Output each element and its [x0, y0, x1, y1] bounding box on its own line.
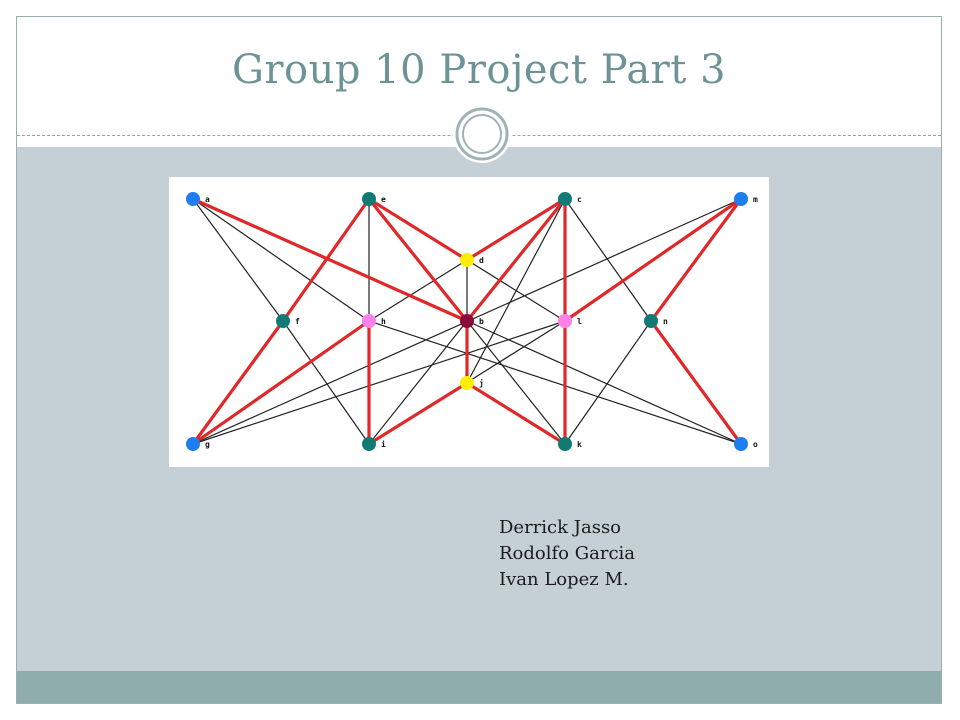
slide-title: Group 10 Project Part 3	[231, 47, 727, 93]
graph-node-label-c: c	[577, 195, 582, 204]
graph-node-h	[362, 314, 376, 328]
black-edge-h-o	[368, 320, 742, 445]
black-edge-g-l	[192, 320, 566, 445]
graph-node-n	[644, 314, 658, 328]
footer-band	[17, 671, 941, 703]
red-edge-f-g	[191, 319, 285, 446]
graph-node-label-d: d	[479, 256, 484, 265]
graph-node-c	[558, 192, 572, 206]
graph-node-label-a: a	[205, 195, 210, 204]
author-name: Ivan Lopez M.	[499, 569, 629, 590]
graph-node-label-j: j	[479, 378, 484, 388]
graph-node-label-g: g	[205, 440, 210, 449]
graph-node-m	[734, 192, 748, 206]
graph-node-label-i: i	[381, 439, 386, 449]
graph-node-label-n: n	[663, 317, 668, 326]
graph-node-k	[558, 437, 572, 451]
black-edge-b-o	[466, 320, 742, 445]
graph-node-label-o: o	[753, 440, 758, 449]
graph-node-label-l: l	[577, 317, 582, 326]
black-edge-c-n	[564, 198, 652, 322]
graph-node-o	[734, 437, 748, 451]
author-name: Derrick Jasso	[499, 517, 622, 538]
author-list: Derrick Jasso Rodolfo Garcia Ivan Lopez …	[499, 515, 635, 593]
graph-diagram: a e c m d f h b l n j g i k o	[169, 177, 769, 467]
red-edge-l-m	[563, 197, 743, 323]
red-edge-e-d	[367, 197, 469, 262]
ring-ornament-icon	[453, 105, 511, 163]
red-edge-e-f	[281, 197, 371, 323]
graph-node-a	[186, 192, 200, 206]
red-edge-a-b	[191, 197, 469, 323]
graph-node-f	[276, 314, 290, 328]
graph-node-g	[186, 437, 200, 451]
graph-node-b	[460, 314, 474, 328]
graph-node-e	[362, 192, 376, 206]
black-edge-f-i	[282, 320, 370, 445]
black-edge-n-k	[564, 320, 652, 445]
graph-node-label-e: e	[381, 195, 386, 204]
red-edge-b-c	[465, 197, 567, 323]
red-edge-e-b	[367, 197, 469, 323]
black-edge-a-f	[192, 198, 284, 322]
black-edge-h-d	[368, 259, 468, 322]
black-edge-b-i	[368, 320, 468, 445]
red-edge-g-h	[191, 319, 371, 446]
graph-node-label-b: b	[479, 317, 484, 326]
red-edge-j-k	[465, 381, 567, 446]
graph-node-l	[558, 314, 572, 328]
graph-node-label-f: f	[295, 317, 300, 326]
black-edge-b-k	[466, 320, 566, 445]
black-edge-c-j	[466, 198, 566, 384]
graph-node-d	[460, 253, 474, 267]
red-edge-n-o	[649, 319, 743, 446]
graph-node-j	[460, 376, 474, 390]
graph-node-i	[362, 437, 376, 451]
graph-node-label-m: m	[753, 195, 758, 204]
red-edge-i-j	[367, 381, 469, 446]
graph-svg: a e c m d f h b l n j g i k o	[186, 192, 758, 451]
red-edge-d-c	[465, 197, 567, 262]
graph-node-label-h: h	[381, 317, 386, 326]
graph-node-label-k: k	[577, 440, 582, 449]
black-edge-a-h	[192, 198, 370, 322]
red-edge-m-n	[649, 197, 743, 323]
author-name: Rodolfo Garcia	[499, 543, 636, 564]
